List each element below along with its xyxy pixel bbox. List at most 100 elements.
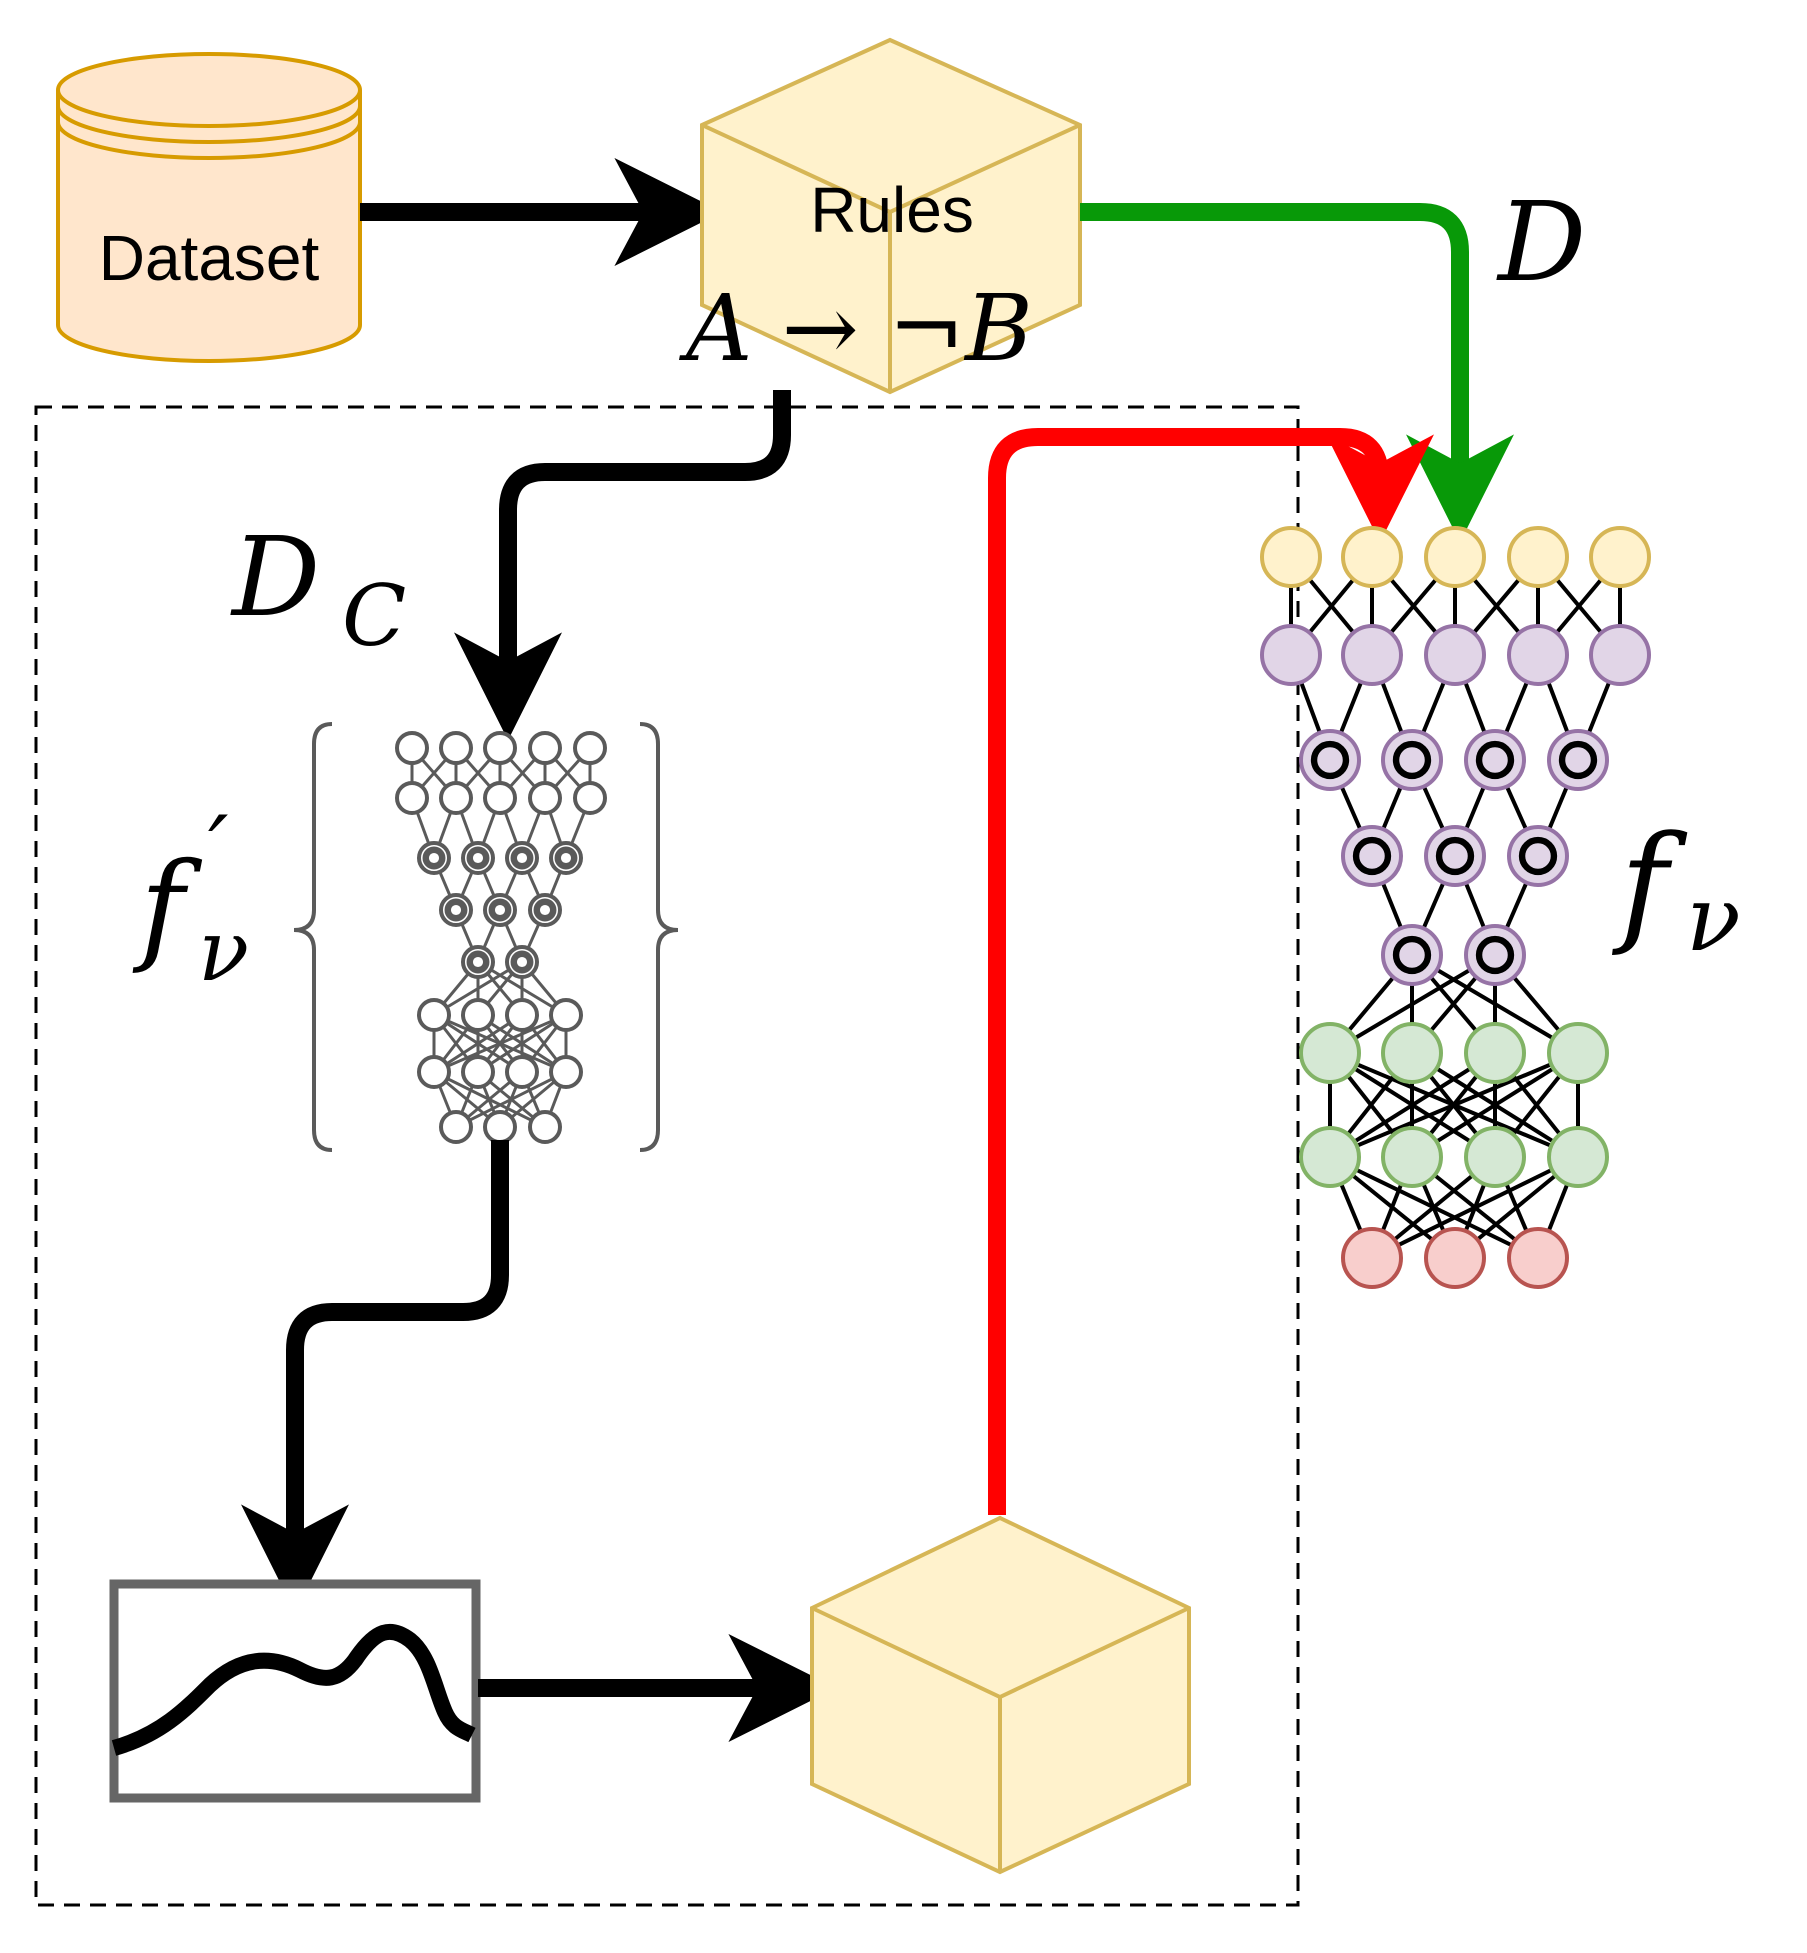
network-node-ring	[466, 950, 490, 974]
network-node	[439, 731, 473, 765]
svg-text:ν: ν	[1686, 867, 1741, 972]
network-node	[1547, 729, 1609, 791]
network-node-ring	[444, 898, 468, 922]
network-node-ring	[533, 898, 557, 922]
network-node-ring	[488, 898, 512, 922]
network-node	[1341, 825, 1403, 887]
network-node-ring	[1475, 935, 1515, 975]
dataset-label: Dataset	[99, 222, 320, 294]
network-edge	[1328, 953, 1497, 1055]
network-node	[1424, 825, 1486, 887]
arrow-rules-to-fprime	[454, 390, 791, 741]
network-node	[1547, 1022, 1609, 1084]
network-node	[573, 781, 607, 815]
network-node-ring	[1475, 740, 1515, 780]
network-node	[1299, 1022, 1361, 1084]
d-label: D	[1496, 178, 1586, 306]
svg-text:′: ′	[208, 797, 228, 902]
network-node-ring	[422, 846, 446, 870]
network-node	[417, 1055, 451, 1089]
large-network-fnu	[1260, 526, 1651, 1289]
left-brace	[293, 722, 333, 1152]
network-node	[505, 1055, 539, 1089]
network-node	[1341, 624, 1403, 686]
svg-text:D: D	[230, 513, 320, 641]
network-edge	[433, 1013, 523, 1074]
fnu-label: f ν	[1612, 807, 1741, 972]
network-node	[439, 1110, 473, 1144]
green-arrow-d	[1080, 203, 1514, 543]
network-node	[528, 1110, 562, 1144]
network-node	[483, 781, 517, 815]
network-node	[395, 781, 429, 815]
network-node	[1507, 526, 1569, 588]
network-node-ring	[1558, 740, 1598, 780]
network-node-ring	[1352, 836, 1392, 876]
network-node	[1464, 1126, 1526, 1188]
network-node	[528, 781, 562, 815]
network-node	[1260, 624, 1322, 686]
bottom-cube	[810, 1515, 1191, 1875]
network-node	[1341, 1227, 1403, 1289]
network-node	[1589, 624, 1651, 686]
network-node-ring	[1518, 836, 1558, 876]
dc-label: D C	[230, 513, 406, 665]
network-node	[461, 998, 495, 1032]
right-brace	[639, 722, 679, 1152]
network-node	[483, 731, 517, 765]
network-node	[1547, 1126, 1609, 1188]
network-node	[1381, 924, 1443, 986]
network-node-ring	[1392, 740, 1432, 780]
network-edge	[455, 1070, 567, 1129]
network-node	[1260, 526, 1322, 588]
network-node-ring	[554, 846, 578, 870]
network-node	[417, 998, 451, 1032]
network-node	[395, 731, 429, 765]
network-node	[483, 1110, 517, 1144]
network-edge	[433, 1013, 567, 1074]
network-node	[1464, 729, 1526, 791]
network-node	[1299, 729, 1361, 791]
network-edge	[1410, 1051, 1580, 1159]
network-node	[1424, 1227, 1486, 1289]
rules-cube: Rules	[700, 37, 1082, 395]
network-node	[1589, 526, 1651, 588]
signal-curve	[111, 1623, 476, 1756]
svg-text:f: f	[1612, 807, 1688, 959]
network-node	[505, 998, 539, 1032]
network-node-ring	[510, 950, 534, 974]
signal-box	[109, 1579, 481, 1803]
network-node	[1381, 729, 1443, 791]
network-node-ring	[1392, 935, 1432, 975]
network-node	[1424, 526, 1486, 588]
network-node	[1341, 526, 1403, 588]
svg-text:C: C	[342, 567, 406, 665]
svg-text:ν: ν	[198, 902, 249, 1000]
network-edge	[1371, 1155, 1579, 1260]
network-node-ring	[466, 846, 490, 870]
network-node	[1507, 624, 1569, 686]
network-node	[1424, 624, 1486, 686]
network-node	[1507, 1227, 1569, 1289]
network-node-ring	[510, 846, 534, 870]
arrow-fprime-to-signal	[241, 1140, 509, 1613]
network-edge	[477, 1013, 567, 1074]
network-node	[1381, 1126, 1443, 1188]
dashed-region	[34, 405, 1300, 1907]
network-node	[549, 998, 583, 1032]
dataset-cylinder: Dataset	[56, 52, 362, 363]
network-edge	[1329, 1051, 1579, 1159]
network-node	[549, 1055, 583, 1089]
network-node	[1381, 1022, 1443, 1084]
red-arrow	[988, 428, 1434, 1515]
network-edge	[1328, 1051, 1497, 1159]
network-edge	[433, 960, 523, 1017]
network-node	[1507, 825, 1569, 887]
network-node	[461, 1055, 495, 1089]
network-node	[439, 781, 473, 815]
network-node	[1464, 1022, 1526, 1084]
fprime-label: f ′ ν	[132, 797, 249, 1000]
network-node	[573, 731, 607, 765]
small-network-fprime	[395, 731, 607, 1144]
